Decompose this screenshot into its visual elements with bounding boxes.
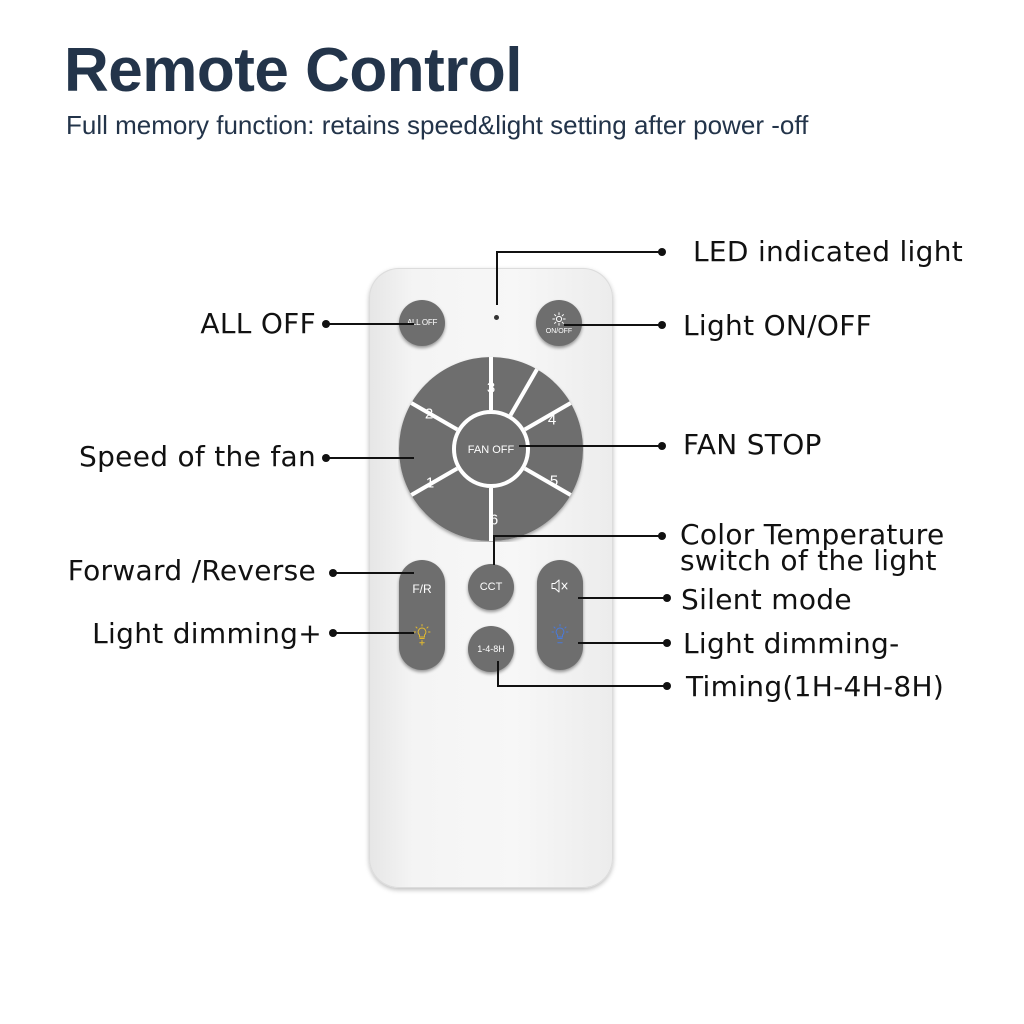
- callout-light-dimming-minus: Light dimming-: [683, 627, 900, 660]
- callout-color-temperature-line2: switch of the light: [680, 544, 937, 577]
- callout-speed-of-fan: Speed of the fan: [79, 440, 316, 473]
- light-bulb-plus-icon[interactable]: [413, 624, 431, 646]
- fan-off-label: FAN OFF: [468, 444, 515, 456]
- silent-dim-minus-pill: [537, 560, 583, 670]
- callout-light-dimming-plus: Light dimming+: [92, 617, 322, 650]
- all-off-button-label: ALL OFF: [406, 318, 438, 327]
- light-on-off-button[interactable]: ON/OFF: [536, 300, 582, 346]
- callout-all-off: ALL OFF: [200, 307, 316, 340]
- speed-1-label: 1: [426, 475, 434, 492]
- callout-led-indicated-light: LED indicated light: [693, 235, 964, 268]
- speed-6-label: 6: [490, 512, 498, 529]
- speed-3-button[interactable]: 3: [487, 380, 495, 397]
- fan-speed-wheel: 3 4 5 6 1 2 FAN OFF: [399, 357, 583, 541]
- callout-light-on-off: Light ON/OFF: [683, 309, 873, 342]
- fr-button[interactable]: F/R: [412, 582, 432, 596]
- timer-button[interactable]: 1-4-8H: [468, 626, 514, 672]
- cct-button-label: CCT: [479, 580, 503, 593]
- speed-1-button[interactable]: 1: [426, 475, 434, 492]
- fr-dim-plus-pill: F/R: [399, 560, 445, 670]
- speed-2-label: 2: [425, 406, 433, 423]
- callout-color-temperature-line1: Color Temperature: [680, 518, 945, 551]
- light-on-off-button-label: ON/OFF: [545, 327, 573, 335]
- speed-4-button[interactable]: 4: [548, 412, 556, 429]
- page-title: Remote Control: [64, 36, 523, 105]
- speed-2-button[interactable]: 2: [425, 406, 433, 423]
- callout-forward-reverse: Forward /Reverse: [67, 554, 316, 587]
- speed-4-label: 4: [548, 412, 556, 429]
- speed-6-button[interactable]: 6: [490, 512, 498, 529]
- timer-button-label: 1-4-8H: [477, 643, 505, 654]
- page-subtitle: Full memory function: retains speed&ligh…: [66, 110, 809, 140]
- cct-button[interactable]: CCT: [468, 564, 514, 610]
- fan-off-button[interactable]: FAN OFF: [452, 410, 530, 488]
- callout-silent-mode: Silent mode: [681, 583, 852, 616]
- sun-icon: [552, 311, 566, 326]
- light-bulb-minus-icon[interactable]: [551, 624, 569, 646]
- wheel-dividers: [410, 357, 572, 541]
- speed-5-button[interactable]: 5: [550, 473, 558, 490]
- all-off-button[interactable]: ALL OFF: [399, 300, 445, 346]
- mute-speaker-icon[interactable]: [550, 578, 570, 594]
- callout-fan-stop: FAN STOP: [683, 428, 822, 461]
- callout-timing: Timing(1H-4H-8H): [686, 670, 945, 703]
- speed-5-label: 5: [550, 473, 558, 490]
- speed-3-label: 3: [487, 380, 495, 397]
- led-indicator: [494, 315, 499, 320]
